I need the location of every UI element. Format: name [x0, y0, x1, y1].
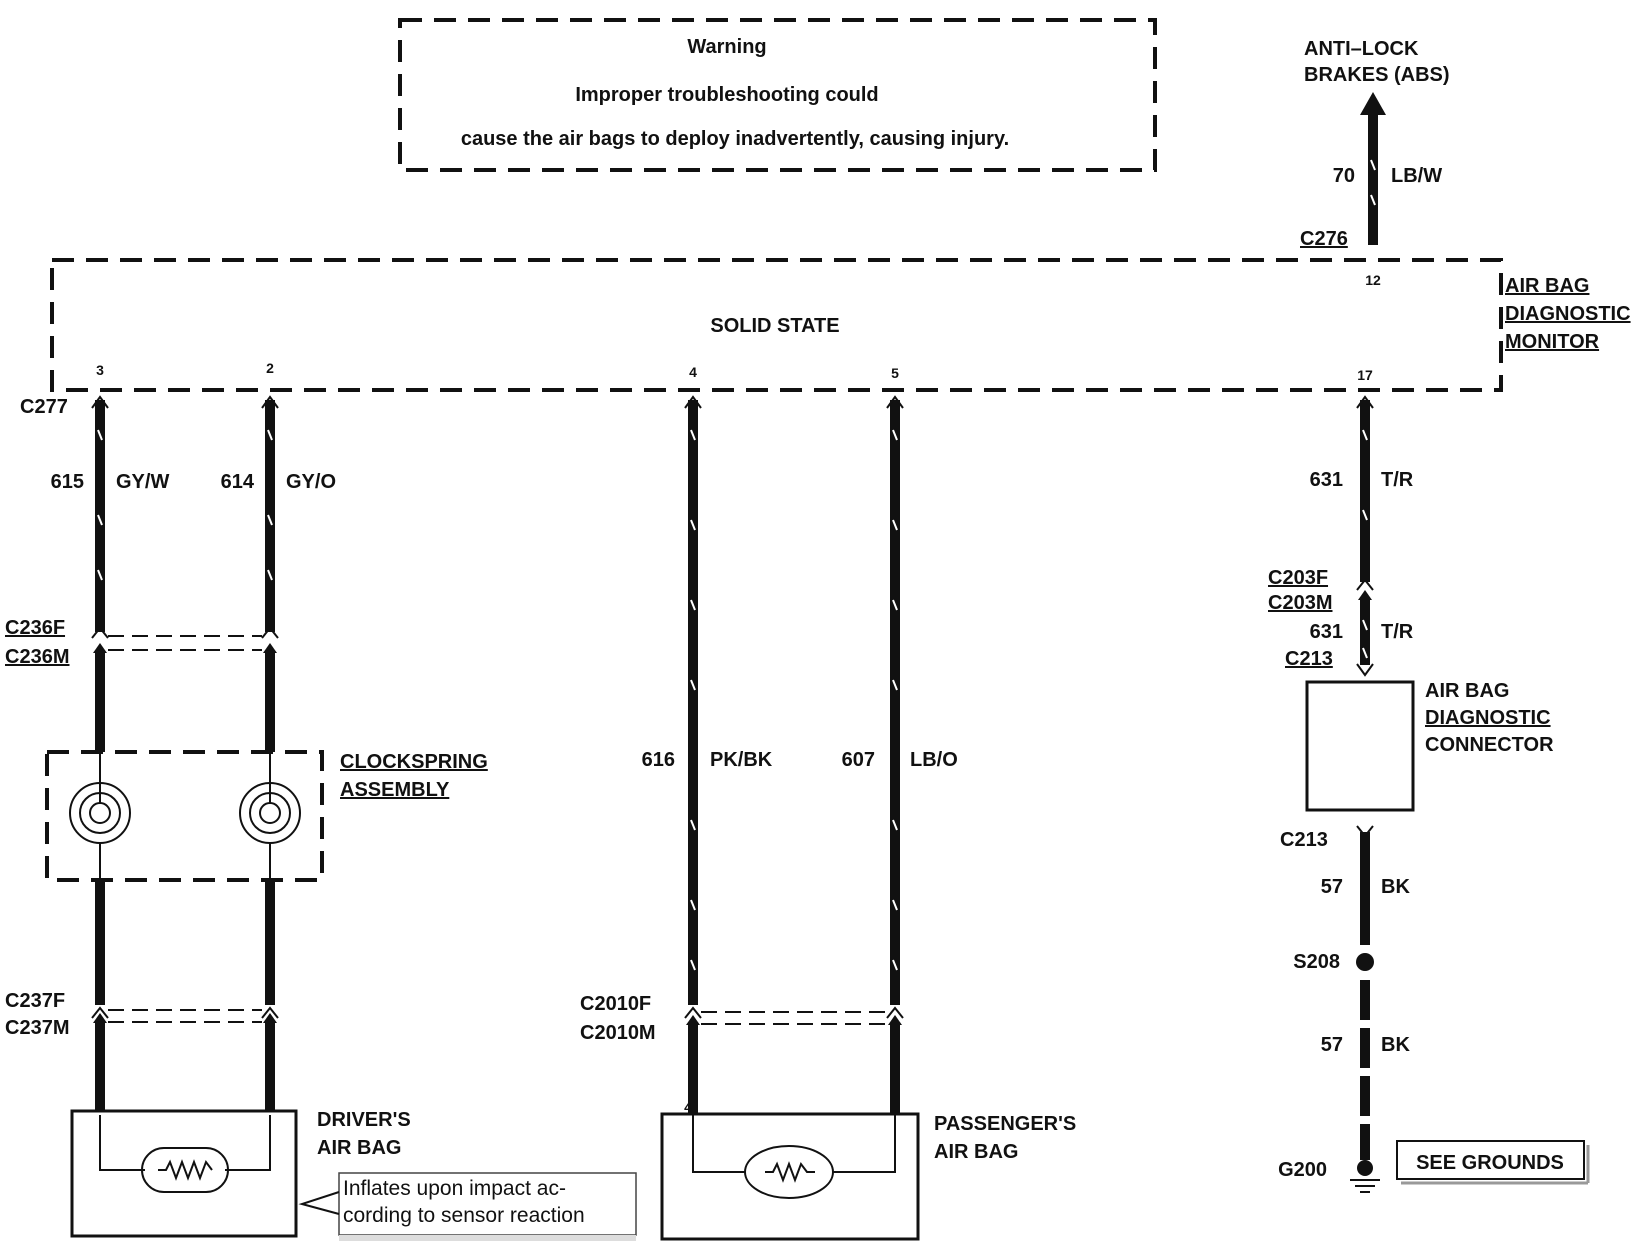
monitor-name-1: AIR BAG: [1505, 275, 1589, 297]
wire-615-color: GY/W: [116, 471, 169, 493]
monitor-body-label: SOLID STATE: [710, 315, 839, 337]
splice-icon: [1356, 953, 1374, 971]
wire-631-lower-color: T/R: [1381, 621, 1414, 643]
connector-c237m: C237M: [5, 1017, 69, 1039]
monitor-name-2: DIAGNOSTIC: [1505, 303, 1631, 325]
wire-607-circuit: 607: [842, 749, 875, 771]
connector-c276: C276: [1300, 228, 1348, 250]
connector-c236f: C236F: [5, 617, 65, 639]
connector-c237f: C237F: [5, 990, 65, 1012]
drivers-air-bag-label-1: DRIVER'S: [317, 1109, 411, 1131]
connector-c213-b: C213: [1280, 829, 1328, 851]
pin-4: 4: [689, 364, 697, 380]
pin-17: 17: [1357, 367, 1373, 383]
arrow-up-icon: [1360, 92, 1386, 115]
passengers-air-bag-label-2: AIR BAG: [934, 1141, 1018, 1163]
abs-block: ANTI–LOCK BRAKES (ABS) 70 LB/W C276: [1300, 38, 1450, 250]
diag-connector-label-3: CONNECTOR: [1425, 734, 1554, 756]
warning-line-2: cause the air bags to deploy inadvertent…: [461, 128, 1009, 150]
pin-2: 2: [266, 360, 274, 376]
abs-wire-color: LB/W: [1391, 165, 1442, 187]
clockspring-label-2: ASSEMBLY: [340, 779, 450, 801]
abs-label-2: BRAKES (ABS): [1304, 64, 1450, 86]
ground-color-b: BK: [1381, 1034, 1410, 1056]
passengers-air-bag: PASSENGER'S AIR BAG: [660, 1112, 1076, 1241]
wire-631-color: T/R: [1381, 469, 1414, 491]
see-grounds[interactable]: SEE GROUNDS: [1396, 1140, 1590, 1185]
passenger-wires: 616 PK/BK 607 LB/O C2010F C2010M 4: [580, 395, 958, 1115]
connector-c236: C236F C236M: [5, 617, 279, 752]
callout-line-2: cording to sensor reaction: [343, 1204, 585, 1227]
resistor-icon: [158, 1159, 213, 1181]
driver-wires-lower: C237F C237M: [5, 880, 279, 1115]
pin-3: 3: [96, 362, 104, 378]
pin-12: 12: [1365, 272, 1381, 288]
diag-connector-label-1: AIR BAG: [1425, 680, 1509, 702]
connector-c2010m: C2010M: [580, 1022, 656, 1044]
ground-circuit-b: 57: [1321, 1034, 1343, 1056]
callout-line-1: Inflates upon impact ac-: [343, 1177, 566, 1200]
wire-631-circuit: 631: [1310, 469, 1343, 491]
connector-c203m: C203M: [1268, 592, 1332, 614]
wire-616-color: PK/BK: [710, 749, 773, 771]
diagnostic-monitor: SOLID STATE AIR BAG DIAGNOSTIC MONITOR 3…: [20, 258, 1631, 418]
abs-label-1: ANTI–LOCK: [1304, 38, 1419, 60]
connector-c2010f: C2010F: [580, 993, 651, 1015]
passenger-pin-4: 4: [684, 1099, 692, 1115]
diagnostic-wire-631: 631 T/R C203F C203M 631 T/R C213: [1268, 395, 1414, 677]
warning-line-1: Improper troubleshooting could: [575, 84, 878, 106]
ground-wire: C213 57 BK S208 57 BK G200: [1278, 825, 1410, 1193]
warning-title: Warning: [687, 36, 766, 58]
monitor-name-3: MONITOR: [1505, 331, 1600, 353]
ground-g200: G200: [1278, 1159, 1327, 1181]
wire-607-color: LB/O: [910, 749, 958, 771]
wire-615-circuit: 615: [51, 471, 84, 493]
wire-614-circuit: 614: [221, 471, 255, 493]
ground-color-a: BK: [1381, 876, 1410, 898]
diagnostic-connector: AIR BAG DIAGNOSTIC CONNECTOR: [1305, 680, 1554, 812]
passengers-air-bag-label-1: PASSENGER'S: [934, 1113, 1076, 1135]
connector-c203f: C203F: [1268, 567, 1328, 589]
clockspring-label-1: CLOCKSPRING: [340, 751, 488, 773]
resistor-icon: [765, 1161, 815, 1183]
connector-c236m: C236M: [5, 646, 69, 668]
wire-616-circuit: 616: [642, 749, 675, 771]
callout-note: Inflates upon impact ac- cording to sens…: [298, 1172, 637, 1241]
clockspring-assembly: CLOCKSPRING ASSEMBLY: [45, 750, 488, 882]
connector-c213-a: C213: [1285, 648, 1333, 670]
diag-connector-label-2: DIAGNOSTIC: [1425, 707, 1551, 729]
driver-wires-upper: 615 GY/W 614 GY/O: [51, 395, 336, 632]
drivers-air-bag-label-2: AIR BAG: [317, 1137, 401, 1159]
ground-icon: [1357, 1160, 1373, 1176]
warning-box: Warning Improper troubleshooting could c…: [398, 18, 1157, 172]
abs-wire-circuit: 70: [1333, 165, 1355, 187]
ground-circuit-a: 57: [1321, 876, 1343, 898]
connector-c277: C277: [20, 396, 68, 418]
see-grounds-link[interactable]: SEE GROUNDS: [1416, 1152, 1564, 1174]
wire-631-lower-circuit: 631: [1310, 621, 1343, 643]
splice-s208: S208: [1293, 951, 1340, 973]
wire-614-color: GY/O: [286, 471, 336, 493]
drivers-air-bag: DRIVER'S AIR BAG: [70, 1109, 411, 1238]
pin-5: 5: [891, 365, 899, 381]
